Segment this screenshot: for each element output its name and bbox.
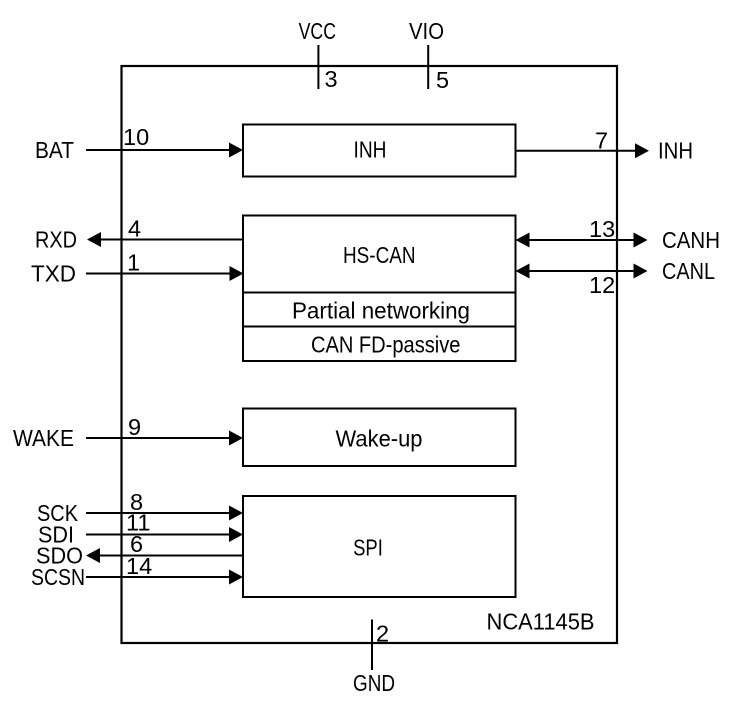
svg-text:CAN FD-passive: CAN FD-passive xyxy=(311,332,461,358)
svg-text:2: 2 xyxy=(376,621,389,647)
svg-text:TXD: TXD xyxy=(31,261,76,287)
svg-text:Partial networking: Partial networking xyxy=(292,298,470,324)
svg-text:13: 13 xyxy=(589,216,615,242)
svg-text:VCC: VCC xyxy=(299,18,336,44)
svg-text:11: 11 xyxy=(126,510,150,536)
svg-text:VIO: VIO xyxy=(409,18,444,44)
svg-text:1: 1 xyxy=(127,250,140,276)
svg-text:SCK: SCK xyxy=(37,500,78,526)
svg-text:CANH: CANH xyxy=(662,227,720,253)
svg-text:HS-CAN: HS-CAN xyxy=(343,242,416,268)
svg-text:9: 9 xyxy=(128,414,141,440)
svg-text:INH: INH xyxy=(658,138,693,164)
svg-text:SCSN: SCSN xyxy=(31,564,85,590)
svg-text:5: 5 xyxy=(436,67,449,93)
svg-text:4: 4 xyxy=(128,216,141,242)
svg-text:14: 14 xyxy=(126,553,152,579)
svg-text:10: 10 xyxy=(123,124,149,150)
svg-text:7: 7 xyxy=(595,128,608,154)
svg-text:CANL: CANL xyxy=(662,258,715,284)
svg-text:6: 6 xyxy=(130,531,143,557)
svg-text:12: 12 xyxy=(589,272,615,298)
svg-text:BAT: BAT xyxy=(35,137,74,163)
svg-text:RXD: RXD xyxy=(35,227,77,253)
svg-text:3: 3 xyxy=(325,66,338,92)
svg-text:GND: GND xyxy=(353,670,395,696)
svg-text:WAKE: WAKE xyxy=(13,425,74,451)
svg-text:SPI: SPI xyxy=(353,534,383,560)
svg-text:INH: INH xyxy=(354,136,387,162)
svg-text:8: 8 xyxy=(130,489,143,515)
svg-text:SDO: SDO xyxy=(36,543,83,569)
svg-text:Wake-up: Wake-up xyxy=(336,425,423,451)
svg-text:NCA1145B: NCA1145B xyxy=(487,609,595,635)
svg-text:SDI: SDI xyxy=(38,522,74,548)
